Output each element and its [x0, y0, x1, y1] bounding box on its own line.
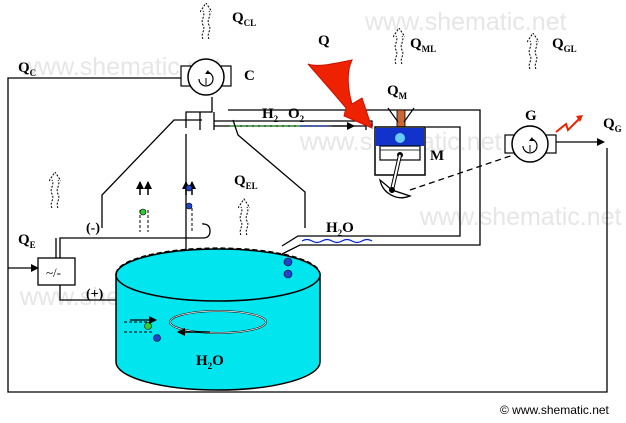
compressor-icon [180, 58, 232, 96]
heat-loss-arrow-icon [238, 198, 250, 236]
compressor-label: C [244, 68, 255, 84]
o2-label: O2 [288, 106, 305, 124]
heat-loss-arrow-icon [527, 33, 539, 69]
water-wave [301, 238, 373, 244]
generator-label: G [525, 108, 537, 124]
q-cl-label: QCL [232, 10, 256, 28]
heat-input-arrow-icon [307, 59, 373, 129]
generator-icon [504, 115, 583, 163]
gas-bubbles-rising [136, 181, 196, 232]
q-c-label: QC [18, 60, 36, 78]
drive-shaft [409, 149, 529, 191]
heat-loss-arrow-icon [200, 3, 212, 39]
watermark: www.shematic.net [364, 8, 567, 36]
h2o-tank-label: H2O [196, 353, 224, 371]
copyright-text: © www.shematic.net [500, 403, 610, 417]
watermark: www.shematic.net [419, 203, 622, 231]
q-m-label: QM [387, 83, 408, 101]
engine-piston-icon [374, 107, 426, 199]
q-g-label: QG [603, 116, 622, 134]
q-e-label: QE [18, 232, 36, 250]
minus-label: (-) [86, 221, 100, 236]
rectifier-label: ~/- [46, 265, 61, 280]
h2o-pipe-label: H2O [326, 220, 354, 238]
negative-electrode [182, 223, 211, 239]
bubbles [283, 257, 293, 279]
h2-label: H2 [262, 106, 279, 124]
q-el-label: QEL [234, 173, 258, 191]
q-label: Q [318, 33, 330, 49]
wiring [7, 77, 608, 393]
rectifier-box [37, 257, 76, 286]
q-ml-label: QML [410, 36, 436, 54]
heat-loss-arrow-icon [49, 172, 61, 208]
engine-label: M [430, 148, 444, 164]
plus-label: (+) [86, 287, 104, 302]
electrolysis-tank-icon [115, 247, 321, 391]
q-gl-label: QGL [552, 36, 577, 54]
